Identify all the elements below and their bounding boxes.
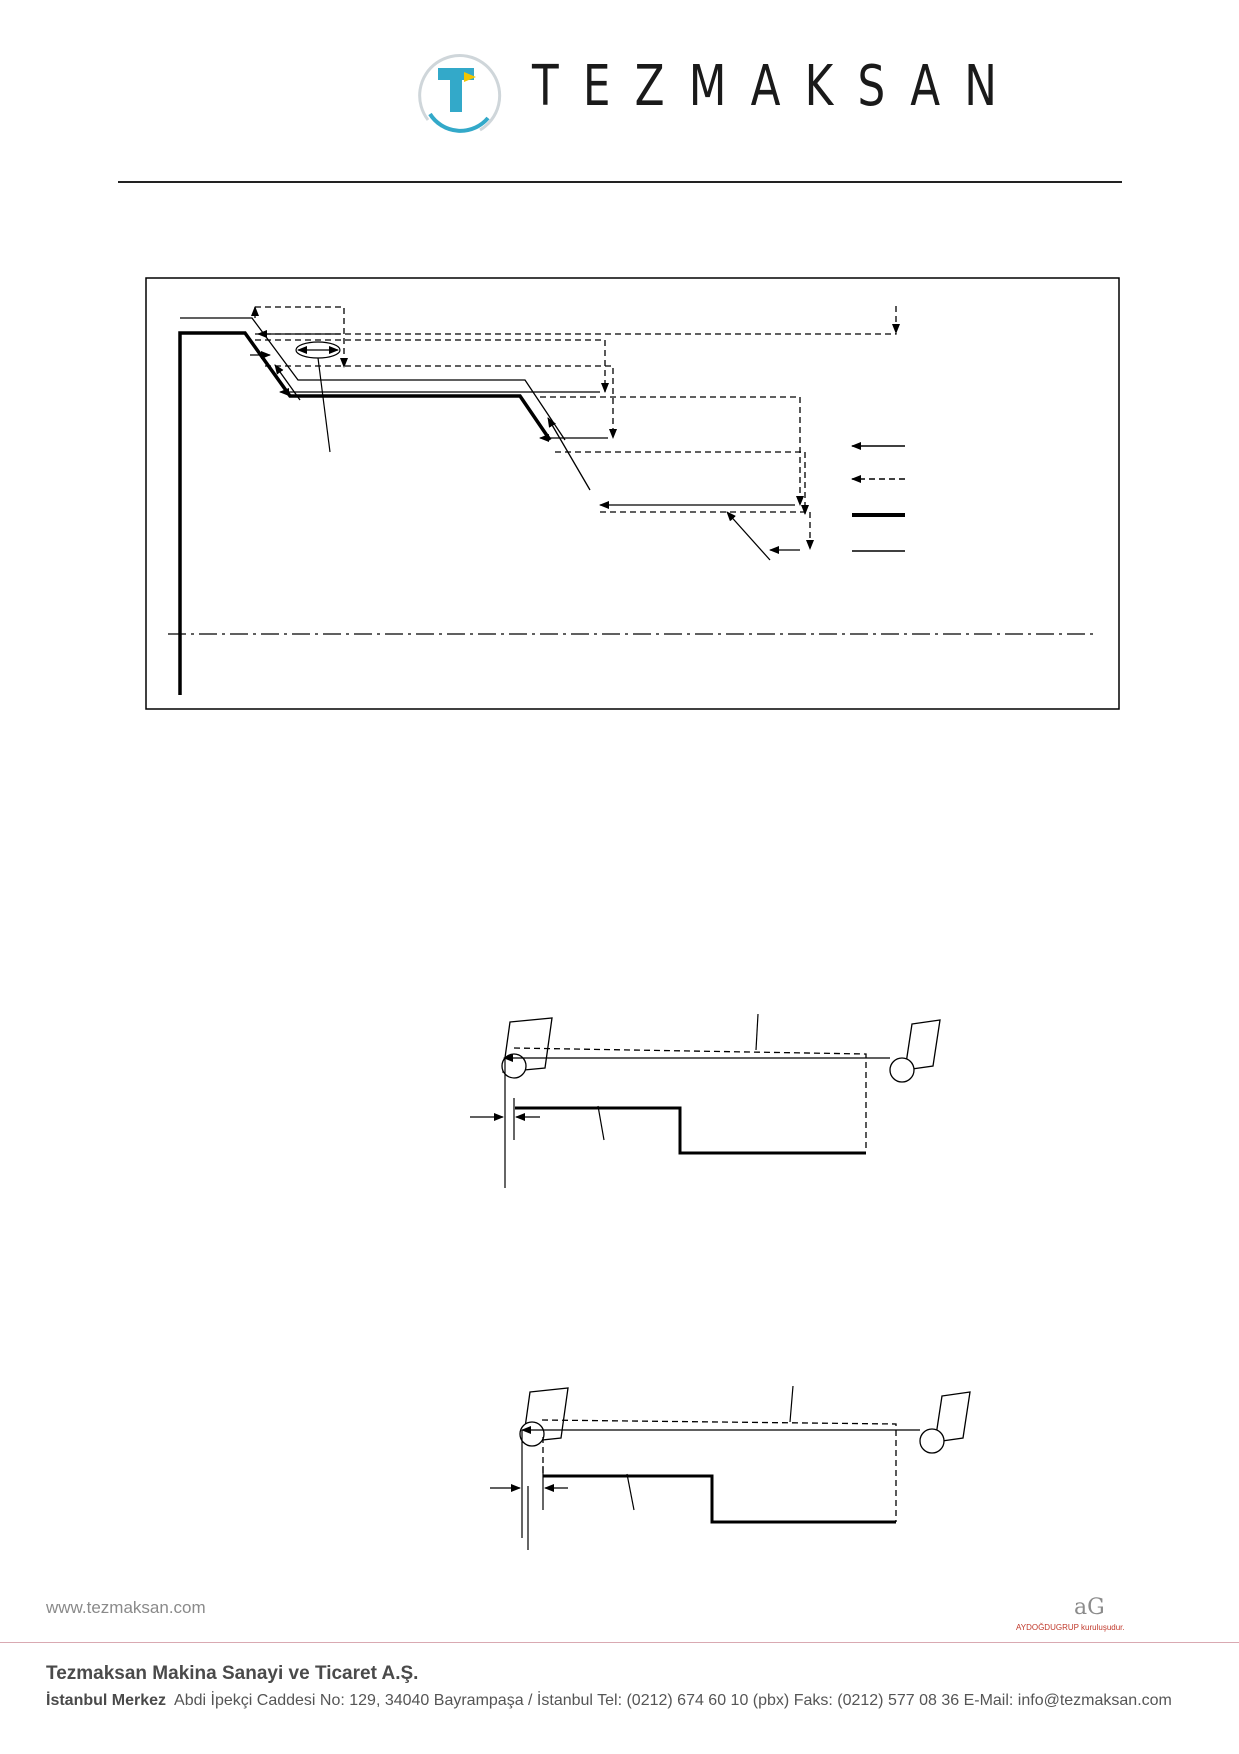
tool-insert-right: [934, 1391, 971, 1443]
address-text: Abdi İpekçi Caddesi No: 129, 34040 Bayra…: [174, 1692, 1172, 1709]
tool-path-diagram-2: [490, 1385, 971, 1550]
figure-frame: [145, 277, 1120, 710]
svg-text:aG: aG: [1074, 1595, 1105, 1620]
tool-insert-right: [904, 1019, 941, 1071]
tool-path-diagram-1: [470, 1013, 941, 1188]
company-address: İstanbul Merkez Abdi İpekçi Caddesi No: …: [46, 1692, 1172, 1710]
company-name: Tezmaksan Makina Sanayi ve Ticaret A.Ş.: [46, 1663, 419, 1684]
website-link[interactable]: www.tezmaksan.com: [46, 1598, 206, 1617]
svg-text:AYDOĞDUGRUP kuruluşudur.: AYDOĞDUGRUP kuruluşudur.: [1016, 1623, 1125, 1632]
roughing-cycle-diagram: [145, 277, 1120, 710]
tezmaksan-t-icon: [418, 54, 502, 133]
footer-divider: [0, 1642, 1239, 1643]
office-label: İstanbul Merkez: [46, 1692, 167, 1709]
finished-profile: [178, 331, 552, 695]
aydogdu-group-logo: aG AYDOĞDUGRUP kuruluşudur.: [1016, 1595, 1125, 1632]
brand-name: TEZMAKSAN: [532, 54, 1022, 119]
header-divider: [118, 181, 1122, 183]
finishing-allowance: [180, 317, 566, 441]
